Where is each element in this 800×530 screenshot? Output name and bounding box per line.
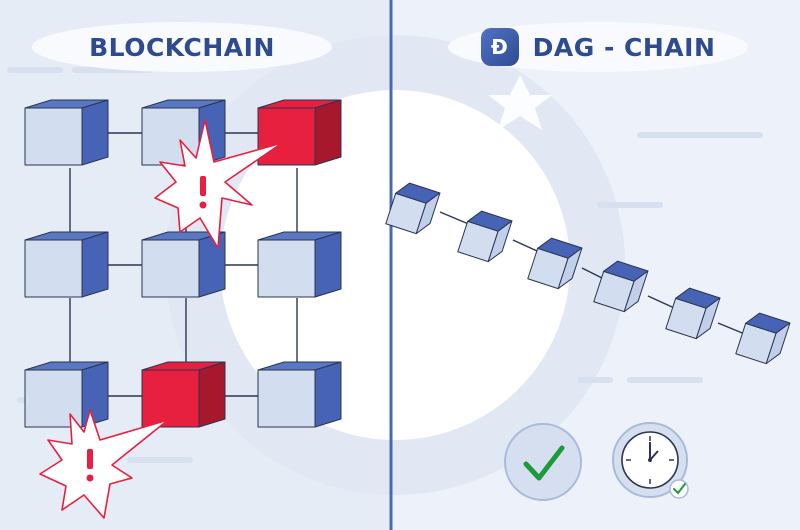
blockchain-title: BLOCKCHAIN [32,22,332,72]
dag-block [665,287,721,340]
dag-block [385,182,441,235]
error-block [257,99,342,166]
block [141,231,226,298]
dag-block [735,312,791,365]
small-check-badge-icon [669,479,689,499]
dag-chain-title: Đ DAG - CHAIN [448,22,748,72]
checkmark-icon [504,423,582,501]
block [257,231,342,298]
dag-chain-title-text: DAG - CHAIN [532,32,716,62]
dag-block [527,237,583,290]
block [257,361,342,428]
block [24,231,109,298]
decor-star [488,75,552,130]
background-circle [220,90,570,440]
blockchain-links [69,132,298,397]
warning-burst-icon [39,409,169,519]
dag-logo-icon: Đ [480,28,519,66]
block [24,99,109,166]
block [24,361,109,428]
blockchain-title-text: BLOCKCHAIN [89,32,275,62]
dag-block [457,210,513,263]
error-block [141,361,226,428]
clock-icon [612,422,688,498]
dag-block [593,260,649,313]
warning-burst-icon [154,119,283,249]
